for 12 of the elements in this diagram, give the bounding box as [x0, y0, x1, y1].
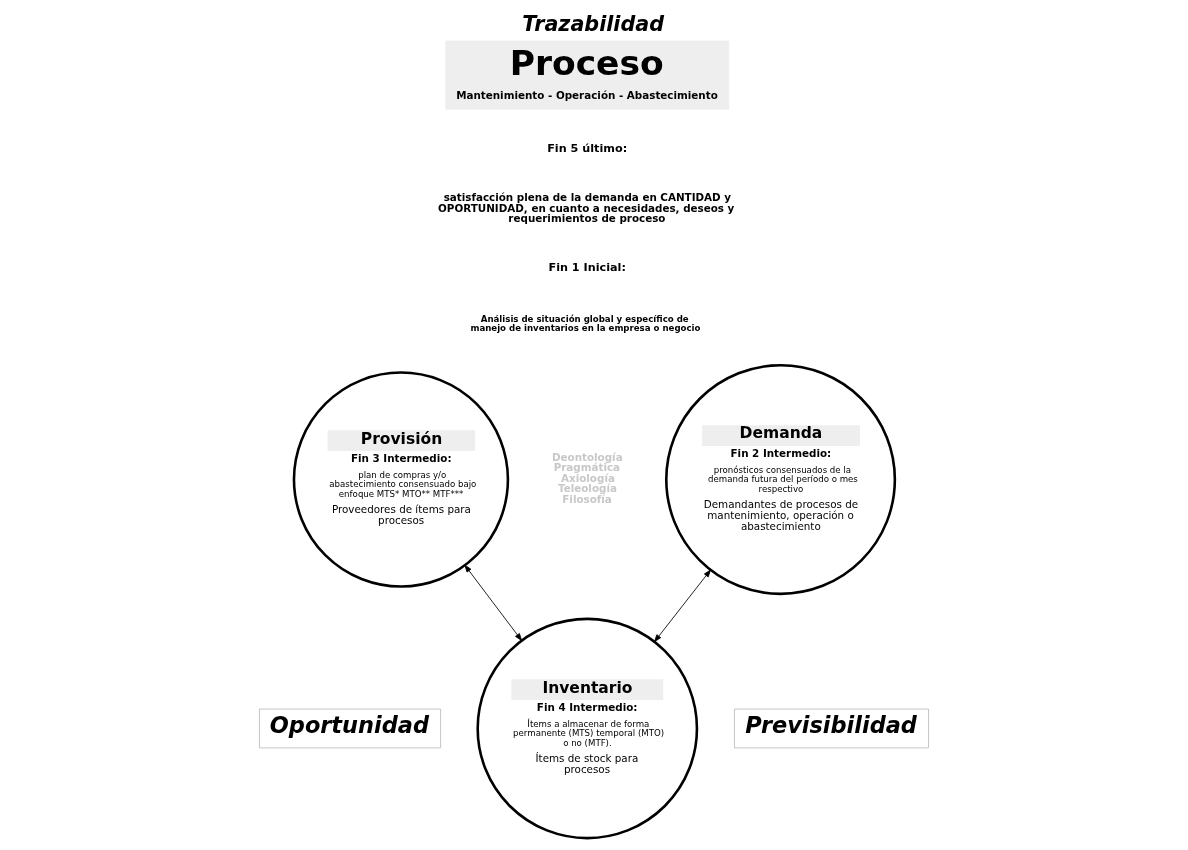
label: Fin 5 último: — [547, 141, 628, 155]
node-box: Oportunidad — [259, 708, 442, 749]
arrow — [654, 569, 711, 643]
node-box: Previsibilidad — [734, 708, 929, 749]
arrow — [464, 564, 523, 641]
label: Fin 1 Inicial: — [548, 260, 626, 274]
label: Análisis de situación global y específico de manejo de inventarios en la empresa o negocio — [470, 314, 701, 333]
diagram-title: Trazabilidad — [522, 11, 665, 36]
node-circle: Demanda Fin 2 Intermedio: pronósticos consensuados de la demanda futura del período o mes respectivo Demandantes de procesos de mantenimiento, operación o abastecimiento — [665, 363, 897, 596]
node-circle: Inventario Fin 4 Intermedio: Ítems a almacenar de forma permanente (MTS) temporal (MTO) o no (MTF). Ítems de stock para procesos — [476, 617, 699, 840]
node-circle: Provisión Fin 3 Intermedio: plan de compras y/o abastecimiento consensuado bajo enfoque MTS* MTO** MTF*** Proveedores de ítems para procesos — [292, 371, 510, 588]
label: satisfacción plena de la demanda en CANTIDAD y OPORTUNIDAD, en cuanto a necesidades, deseos y requerimientos de proceso — [438, 191, 735, 224]
